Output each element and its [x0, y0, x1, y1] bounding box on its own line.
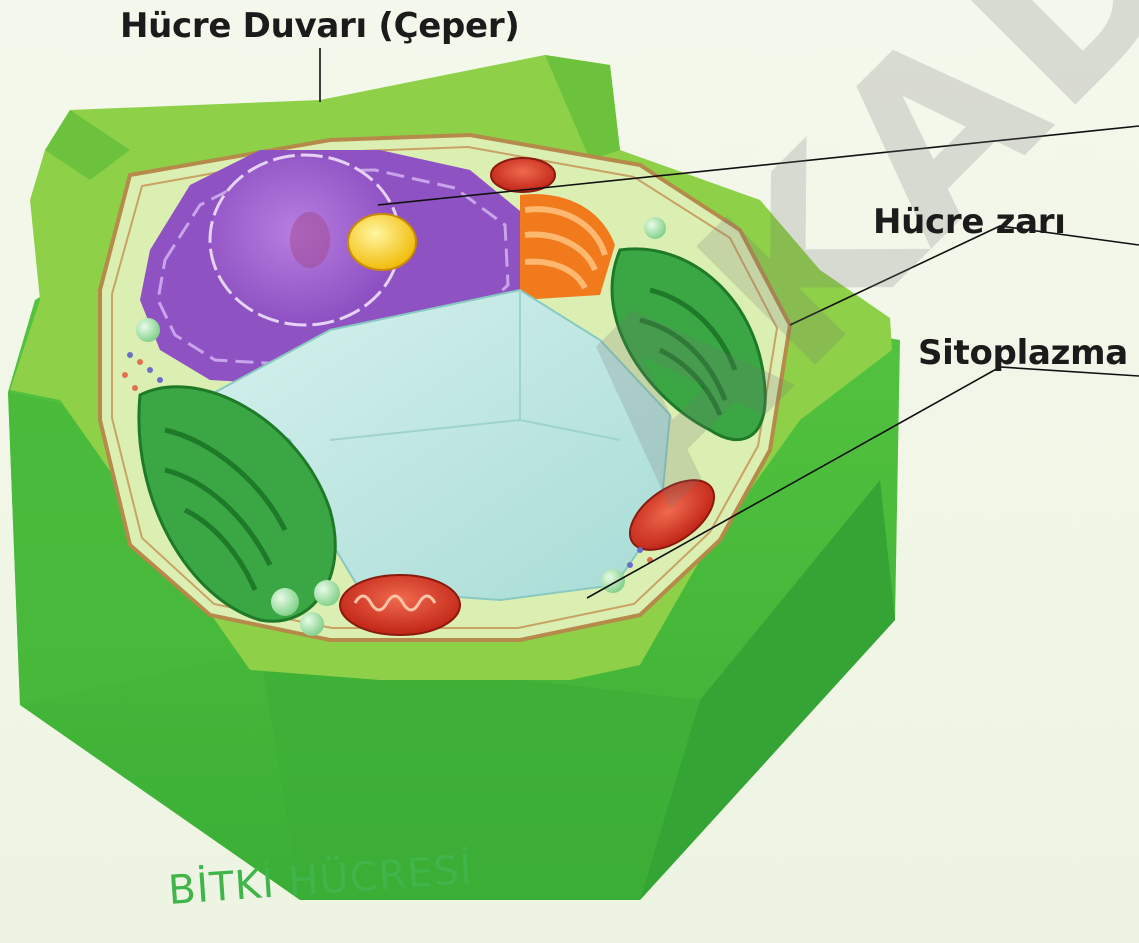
mitochondrion-bottom	[340, 575, 460, 635]
label-cell-membrane: Hücre zarı	[873, 202, 1066, 242]
label-cytoplasm: Sitoplazma	[918, 333, 1128, 373]
label-cell-wall: Hücre Duvarı (Çeper)	[120, 6, 520, 46]
